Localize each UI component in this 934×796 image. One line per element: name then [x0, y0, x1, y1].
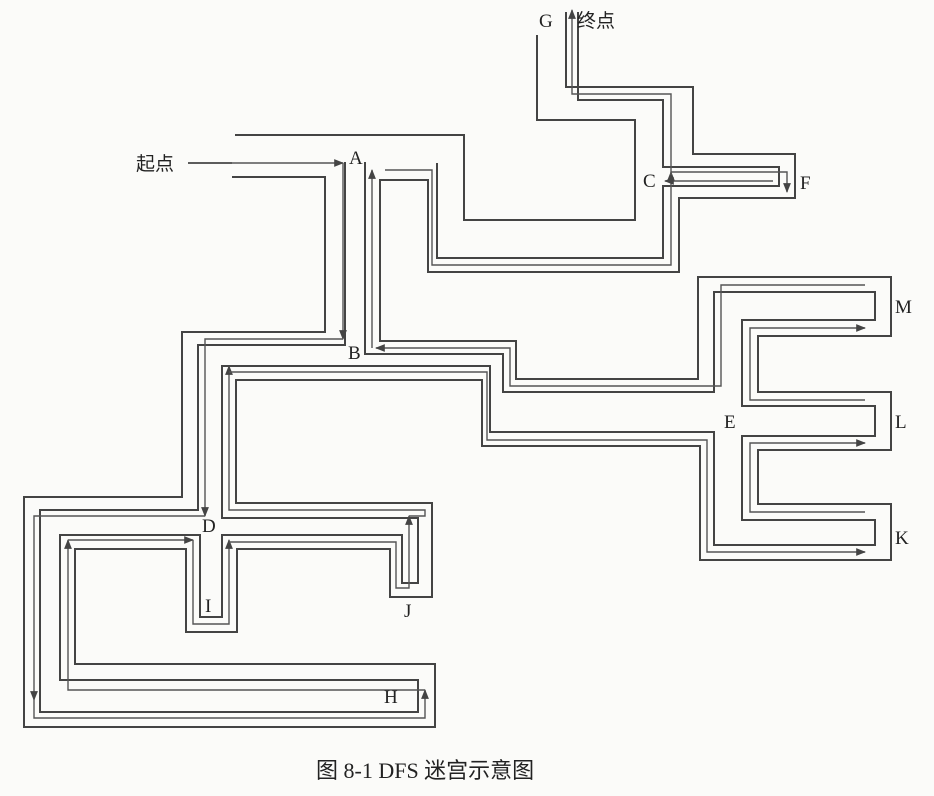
label-M: M: [895, 297, 912, 318]
track-D-to-H-out: [30, 515, 205, 701]
dfs-traversal-track: [30, 9, 866, 719]
track-L-back: [749, 324, 866, 401]
label-J: J: [404, 601, 411, 622]
maze-labels: 起点 终点 A B C D E F G H I J K L M: [136, 10, 912, 708]
track-to-J: [229, 515, 413, 589]
label-B: B: [348, 343, 361, 364]
track-M-back: [375, 284, 865, 387]
wall-inner-AB: [39, 162, 876, 713]
figure-caption: 图 8-1 DFS 迷宫示意图: [316, 758, 534, 783]
label-D: D: [202, 516, 216, 537]
track-to-E: [229, 371, 866, 556]
track-J-back: [225, 365, 426, 517]
label-K: K: [895, 528, 909, 549]
track-B-to-D: [201, 338, 343, 517]
label-E: E: [724, 412, 736, 433]
label-end: 终点: [577, 10, 615, 32]
label-H: H: [384, 687, 398, 708]
track-to-G: [568, 9, 672, 175]
track-I: [192, 539, 233, 625]
track-H-bottom: [33, 689, 429, 719]
wall-inner-top: [436, 12, 780, 259]
track-A-to-C: [385, 169, 675, 266]
label-F: F: [800, 173, 811, 194]
maze-walls: [23, 12, 892, 728]
wall-start-lower: [23, 12, 892, 728]
track-to-F: [671, 171, 791, 193]
track-H-back: [64, 539, 425, 691]
label-A: A: [349, 148, 363, 169]
label-C: C: [643, 171, 656, 192]
label-start: 起点: [136, 153, 174, 175]
wall-top-upper: [235, 35, 636, 221]
label-I: I: [205, 596, 211, 617]
track-K-back: [749, 439, 866, 513]
label-L: L: [895, 412, 907, 433]
label-G: G: [539, 11, 553, 32]
